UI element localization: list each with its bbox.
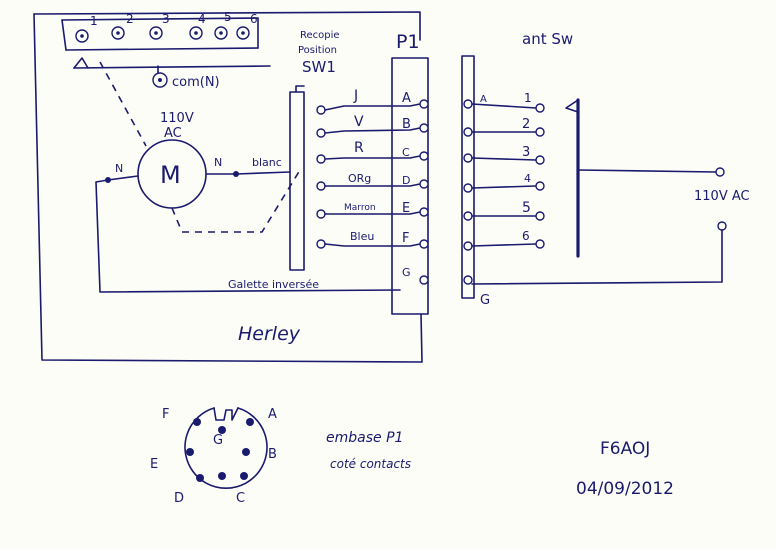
ant-out-4: 4 [524, 172, 531, 185]
wire-color-marron: Marron [344, 203, 376, 213]
neutral-left: N [115, 162, 123, 175]
rotator-box-label: Herley [238, 323, 301, 345]
pos-num-1: 1 [90, 14, 98, 28]
feedback-wafer-sw1: Recopie Position SW1 Galette inversée [228, 30, 340, 291]
ac-label-right: 110V AC [694, 189, 750, 204]
com-label: com(N) [172, 75, 220, 90]
p1-connector-bar: P1 A B C D E F G [391, 31, 429, 315]
wire-color-bleu: Bleu [350, 230, 374, 243]
ant-out-6: 6 [522, 229, 530, 243]
feedback-label-2: Position [298, 45, 337, 56]
date: 04/09/2012 [576, 479, 674, 499]
pos-num-6: 6 [250, 12, 258, 26]
p1-pin-c: C [402, 146, 410, 159]
connector-title-1: embase P1 [326, 430, 403, 446]
antenna-switch: ant Sw A G 1 2 3 4 5 6 110V AC [461, 30, 750, 308]
wiper-bar: com(N) [73, 57, 271, 90]
motor: M 110V AC N N blanc [105, 111, 291, 209]
signature: F6AOJ [600, 439, 650, 459]
wire-bundle: J V R ORg Marron Bleu [324, 88, 421, 247]
position-contacts: 1 2 3 4 5 6 [61, 10, 259, 51]
feedback-label-1: Recopie [300, 30, 340, 41]
p1-pin-a: A [402, 91, 411, 106]
pos-num-3: 3 [162, 12, 170, 26]
ant-out-5: 5 [522, 200, 531, 216]
feedback-label-3: SW1 [302, 58, 336, 76]
p1-pin-d: D [402, 174, 410, 187]
conn-pin-a: A [268, 407, 277, 422]
neutral-return-wire [95, 179, 401, 293]
ant-pin-g: G [480, 293, 490, 308]
p1-label: P1 [396, 31, 420, 53]
p1-pin-f: F [402, 231, 409, 246]
p1-pin-b: B [402, 117, 411, 132]
wire-color-v: V [354, 114, 364, 130]
ant-out-2: 2 [522, 117, 530, 132]
p1-pin-e: E [402, 201, 410, 216]
mechanical-linkage [99, 61, 301, 233]
pos-num-4: 4 [198, 12, 206, 26]
motor-ac: AC [164, 126, 182, 141]
connector-title-2: coté contacts [330, 457, 411, 471]
wire-color-org: ORg [348, 172, 371, 185]
conn-pin-f: F [162, 407, 169, 422]
conn-pin-b: B [268, 447, 277, 462]
motor-voltage: 110V [160, 111, 194, 126]
conn-pin-c: C [236, 491, 245, 506]
conn-pin-d: D [174, 491, 184, 506]
p1-pin-g: G [402, 266, 411, 279]
ant-sw-label: ant Sw [522, 30, 573, 48]
conn-pin-g: G [213, 433, 223, 448]
ant-pin-a: A [480, 94, 487, 105]
motor-letter: M [160, 161, 181, 189]
ant-out-3: 3 [522, 145, 530, 160]
conn-pin-e: E [150, 457, 158, 472]
wire-color-r: R [354, 140, 364, 156]
pos-num-2: 2 [126, 12, 134, 26]
wire-color-j: J [353, 88, 358, 104]
galette-label: Galette inversée [228, 278, 319, 291]
rotator-box [33, 11, 423, 363]
neutral-right: N [214, 156, 222, 169]
ant-out-1: 1 [524, 91, 532, 105]
wafer-contacts [316, 105, 326, 249]
blanc-label: blanc [252, 156, 282, 169]
p1-connector-face: A B C D E F G embase P1 coté contacts [150, 407, 411, 506]
pos-num-5: 5 [224, 10, 232, 24]
